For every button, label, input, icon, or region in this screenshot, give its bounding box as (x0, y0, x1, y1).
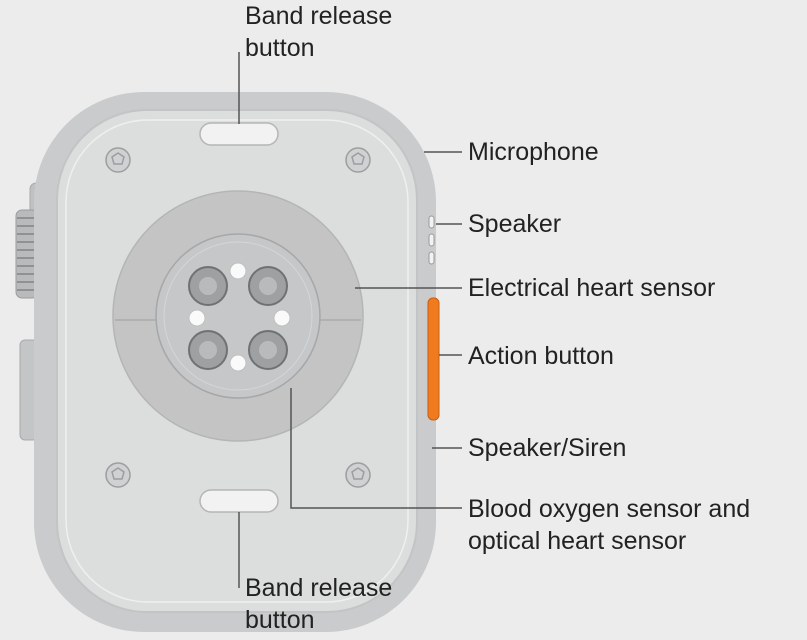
band-release-top-line2: button (245, 34, 315, 62)
speaker-siren-label: Speaker/Siren (468, 434, 627, 462)
speaker-label: Speaker (468, 210, 562, 238)
band-release-top-line1: Band release (245, 2, 393, 30)
blood-oxygen-line1: Blood oxygen sensor and (468, 495, 751, 523)
blood-oxygen-sensor-label: Blood oxygen sensor and optical heart se… (468, 493, 750, 557)
speaker-holes (428, 215, 435, 265)
band-release-bottom-label: Band release button (245, 572, 392, 636)
band-release-bottom-line2: button (245, 606, 315, 634)
sensor-array (188, 262, 291, 372)
microphone-label: Microphone (468, 138, 599, 166)
band-release-button-bottom (199, 489, 279, 513)
electrical-heart-sensor-label: Electrical heart sensor (468, 274, 716, 302)
action-button-label: Action button (468, 342, 614, 370)
blood-oxygen-line2: optical heart sensor (468, 527, 687, 555)
action-button (427, 297, 440, 421)
band-release-bottom-line1: Band release (245, 574, 393, 602)
leader-lines (238, 52, 462, 588)
band-release-button-top (199, 122, 279, 146)
screws (105, 147, 371, 488)
band-release-top-label: Band release button (245, 0, 392, 64)
